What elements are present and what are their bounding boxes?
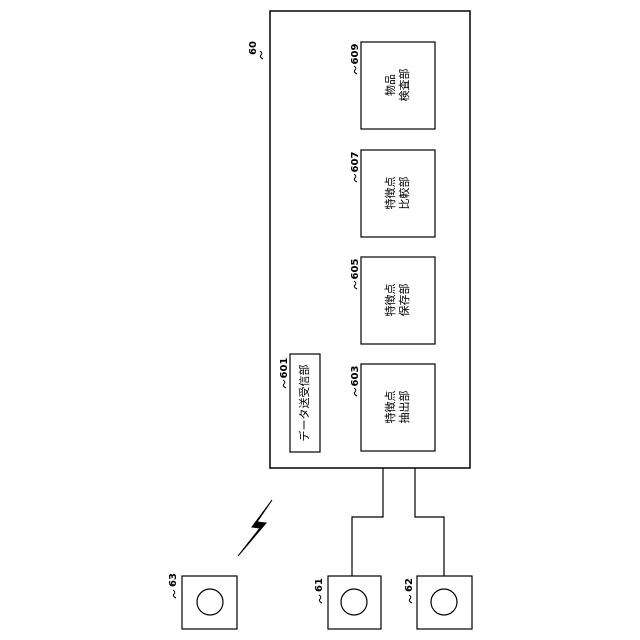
server-block: 60 bbox=[248, 11, 470, 468]
device-63-squiggle bbox=[173, 590, 176, 598]
unit-609-squiggle bbox=[354, 66, 357, 74]
device-63-box bbox=[182, 576, 237, 629]
unit-607-squiggle bbox=[354, 174, 357, 182]
feature-point-extraction-unit: 特徴点 抽出部 603 bbox=[350, 364, 435, 451]
unit-607-line2: 比較部 bbox=[397, 177, 411, 210]
device-61-squiggle bbox=[319, 595, 322, 603]
unit-605-line1: 特徴点 bbox=[383, 284, 397, 317]
unit-603-line2: 抽出部 bbox=[397, 391, 411, 424]
unit-605-squiggle bbox=[354, 281, 357, 289]
unit-607-line1: 特徴点 bbox=[383, 177, 397, 210]
unit-607-ref: 607 bbox=[350, 152, 361, 173]
device-62-box bbox=[417, 576, 472, 629]
server-ref-squiggle bbox=[260, 51, 263, 59]
wireless-signal-icon bbox=[238, 500, 272, 556]
transceiver-ref-squiggle bbox=[283, 380, 286, 388]
transceiver-ref-label: 601 bbox=[279, 358, 290, 379]
device-61: 61 bbox=[314, 576, 381, 629]
wire-to-device-62 bbox=[415, 468, 444, 576]
device-61-box bbox=[328, 576, 381, 629]
unit-609-line2: 検査部 bbox=[397, 69, 411, 102]
unit-603-squiggle bbox=[354, 388, 357, 396]
device-63-lens-icon bbox=[197, 589, 223, 615]
device-62-squiggle bbox=[409, 595, 412, 603]
feature-point-comparison-unit: 特徴点 比較部 607 bbox=[350, 150, 435, 237]
unit-609-ref: 609 bbox=[350, 44, 361, 65]
feature-point-storage-unit: 特徴点 保存部 605 bbox=[350, 257, 435, 344]
data-transceiver-unit: データ送受信部 601 bbox=[279, 354, 320, 452]
wire-to-device-61 bbox=[352, 468, 383, 576]
unit-603-line1: 特徴点 bbox=[383, 391, 397, 424]
article-inspection-unit: 物品 検査部 609 bbox=[350, 42, 435, 129]
device-62-ref: 62 bbox=[404, 578, 415, 592]
server-ref-label: 60 bbox=[248, 41, 259, 55]
unit-609-line1: 物品 bbox=[383, 74, 397, 96]
unit-605-line2: 保存部 bbox=[397, 284, 411, 317]
device-63: 63 bbox=[168, 573, 237, 629]
device-62-lens-icon bbox=[431, 589, 457, 615]
wired-connections bbox=[352, 468, 444, 576]
unit-603-ref: 603 bbox=[350, 366, 361, 387]
unit-605-ref: 605 bbox=[350, 259, 361, 280]
device-63-ref: 63 bbox=[168, 573, 179, 587]
transceiver-label: データ送受信部 bbox=[297, 365, 311, 442]
device-61-lens-icon bbox=[341, 589, 367, 615]
device-61-ref: 61 bbox=[314, 578, 325, 592]
device-62: 62 bbox=[404, 576, 472, 629]
